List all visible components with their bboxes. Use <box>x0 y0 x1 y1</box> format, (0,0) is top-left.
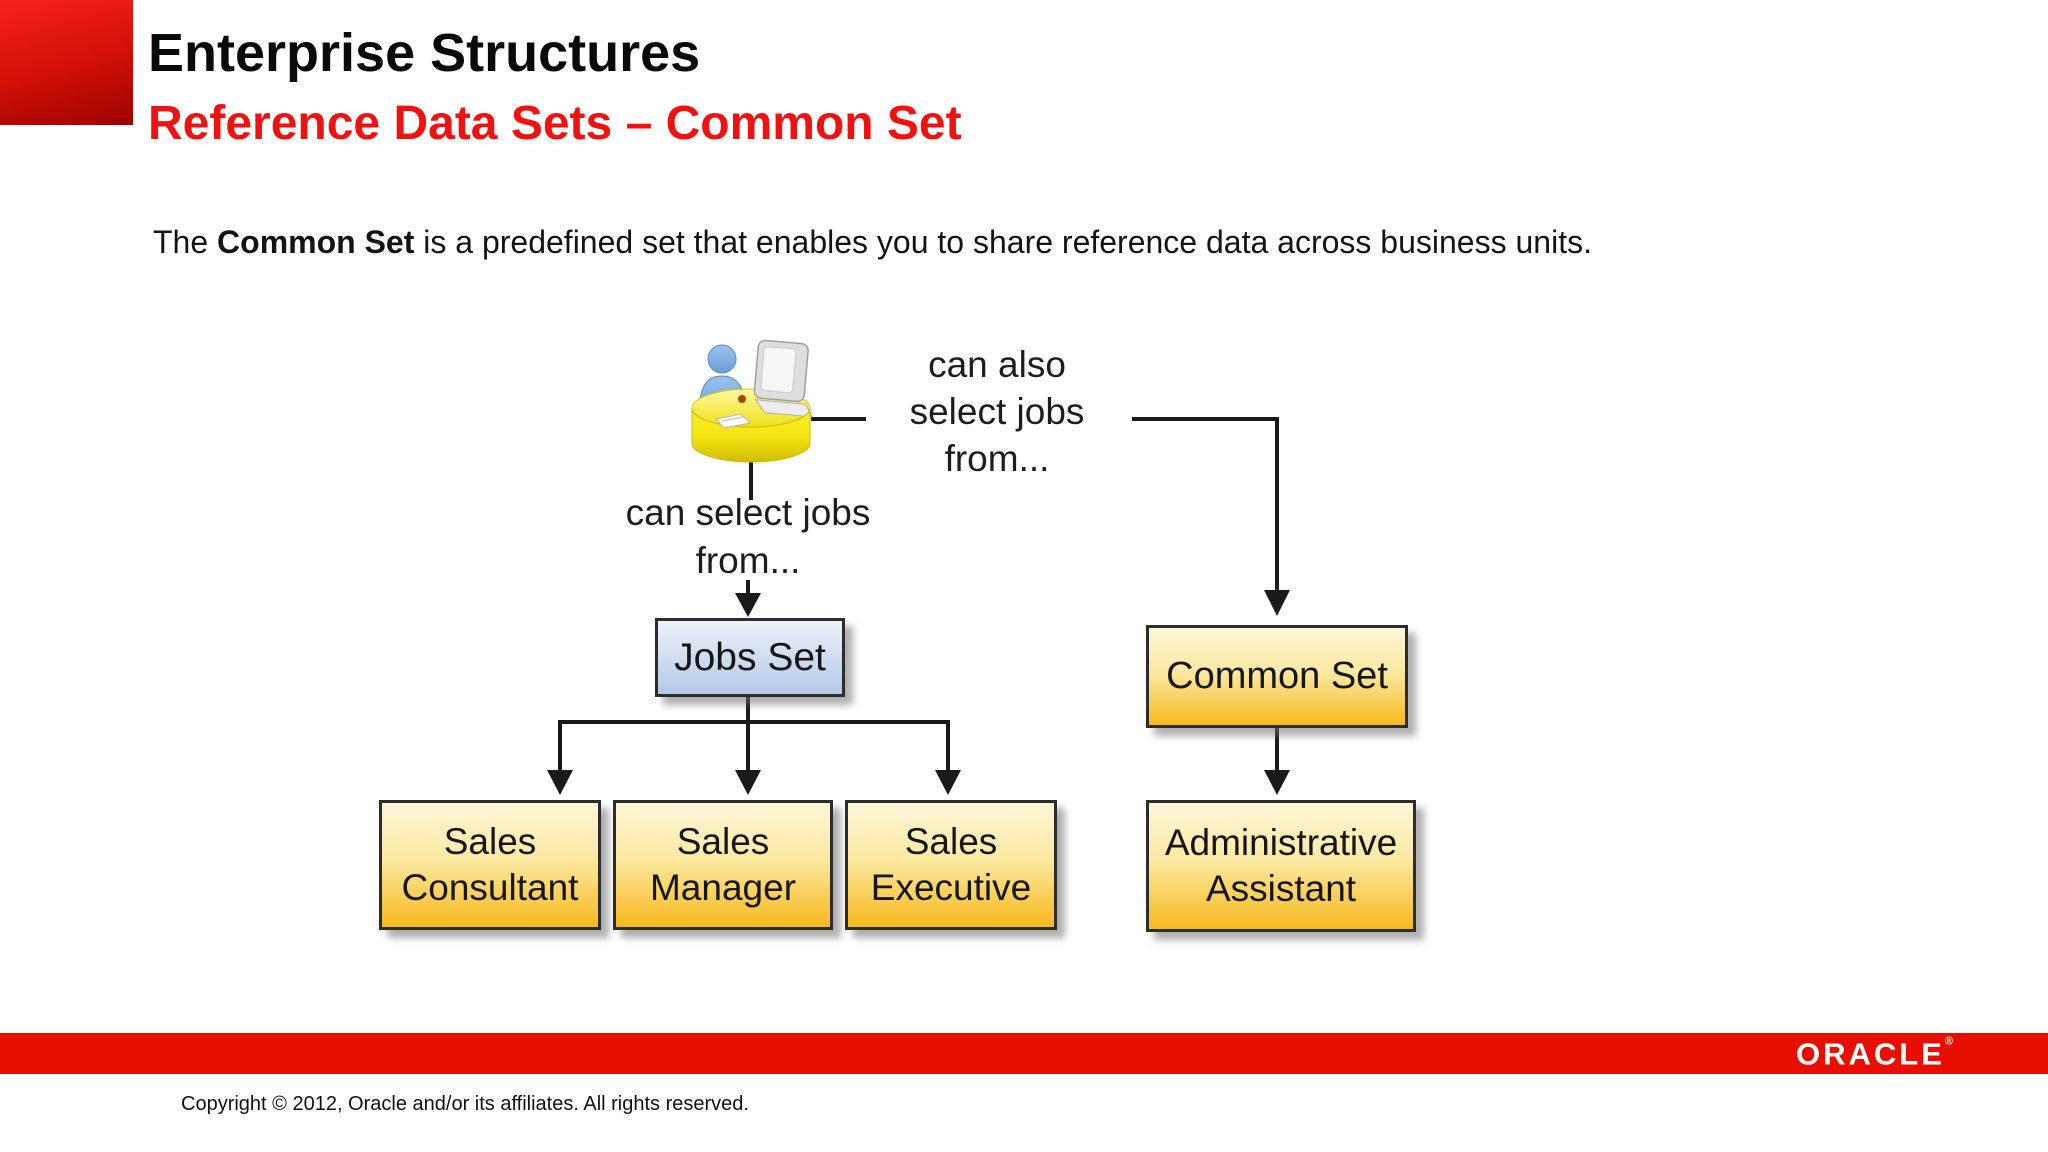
node-jobs-set: Jobs Set <box>655 618 845 697</box>
node-label-line: Sales <box>904 821 998 862</box>
oracle-logo: ORACLE® <box>1796 1035 1953 1071</box>
label-can-also-select-jobs: can also select jobs from... <box>837 341 1157 482</box>
intro-suffix: is a predefined set that enables you to … <box>414 224 1592 260</box>
label-line: from... <box>944 438 1050 479</box>
corner-accent <box>0 0 133 125</box>
label-line: select jobs <box>909 391 1085 432</box>
intro-prefix: The <box>153 224 218 260</box>
node-label: Common Set <box>1166 655 1388 697</box>
oracle-wordmark: ORACLE <box>1796 1036 1945 1071</box>
node-label-line: Manager <box>649 867 797 908</box>
label-line: from... <box>695 540 801 581</box>
node-label-line: Sales <box>676 821 770 862</box>
intro-bold-term: Common Set <box>217 224 415 260</box>
node-label-line: Consultant <box>401 867 579 908</box>
node-label: Jobs Set <box>674 635 826 679</box>
node-common-set: Common Set <box>1146 625 1408 728</box>
node-label-line: Administrative <box>1164 822 1398 863</box>
node-label-line: Assistant <box>1205 868 1357 909</box>
footer-bar: ORACLE® <box>0 1033 2048 1074</box>
registered-trademark-symbol: ® <box>1944 1035 1953 1047</box>
label-line: can also <box>928 344 1066 385</box>
node-administrative-assistant: Administrative Assistant <box>1146 800 1416 932</box>
node-label-line: Executive <box>870 867 1032 908</box>
intro-text: The Common Set is a predefined set that … <box>153 222 1803 264</box>
node-sales-manager: Sales Manager <box>613 800 833 930</box>
person-at-desk-icon <box>691 339 814 463</box>
label-line: can select jobs <box>625 492 871 533</box>
page-title: Enterprise Structures <box>148 23 701 83</box>
label-can-select-jobs: can select jobs from... <box>548 489 948 585</box>
node-sales-executive: Sales Executive <box>845 800 1057 930</box>
node-sales-consultant: Sales Consultant <box>379 800 601 930</box>
node-label-line: Sales <box>443 821 537 862</box>
page-subtitle: Reference Data Sets – Common Set <box>148 97 962 150</box>
copyright-text: Copyright © 2012, Oracle and/or its affi… <box>181 1093 749 1115</box>
